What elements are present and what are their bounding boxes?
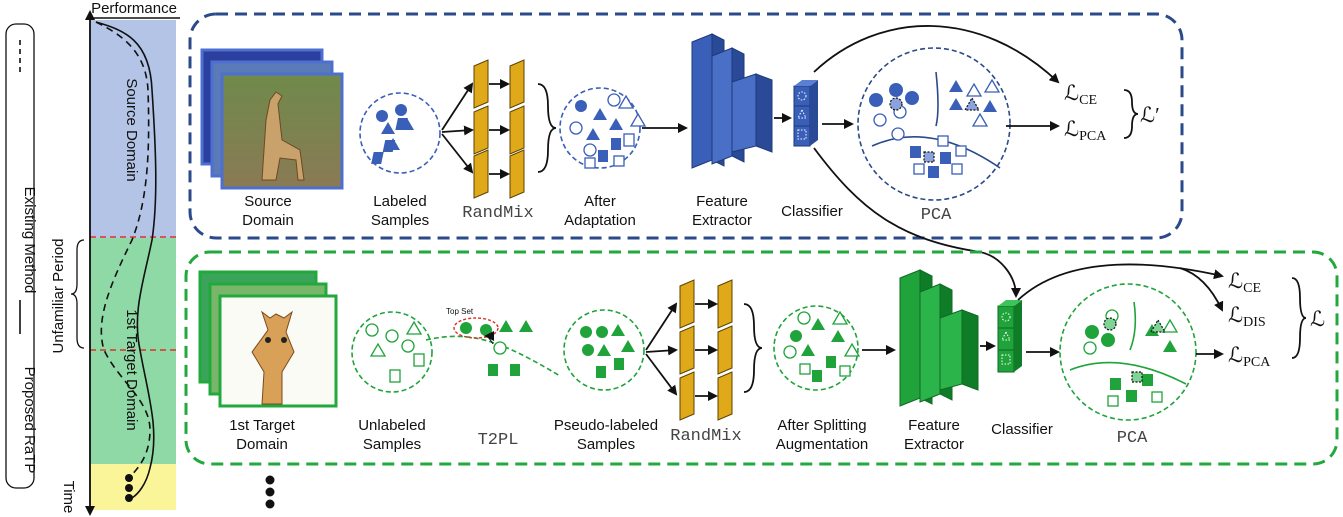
performance-timeline: Source Domain 1st Target Domain Performa… bbox=[60, 0, 180, 516]
randmix-source-block bbox=[441, 59, 557, 199]
target-stage-panel bbox=[184, 250, 1339, 466]
curly-brace bbox=[70, 239, 85, 349]
top-set-label: Top Set bbox=[446, 307, 474, 316]
target-image-stack bbox=[198, 270, 338, 408]
feature-extractor-caption-line2: Extractor bbox=[692, 212, 752, 229]
classifier-target bbox=[997, 300, 1022, 373]
method-legend: Existing Method Proposed RaTP bbox=[5, 23, 38, 489]
svg-text:ℒCE: ℒCE bbox=[1064, 81, 1097, 108]
future-band bbox=[90, 464, 176, 510]
performance-axis-label: Performance bbox=[91, 0, 177, 17]
ellipsis-dot bbox=[265, 487, 275, 497]
feature-extractor-target bbox=[899, 269, 979, 407]
svg-text:ℒDIS: ℒDIS bbox=[1228, 303, 1266, 330]
feature-extractor-source bbox=[691, 33, 773, 169]
source-stage-panel bbox=[188, 12, 1184, 240]
unfamiliar-period-label: Unfamiliar Period bbox=[50, 238, 67, 353]
existing-method-curve bbox=[95, 21, 151, 481]
ellipsis-dot bbox=[125, 484, 133, 492]
after-adaptation-caption-line1: After bbox=[584, 193, 616, 210]
after-splitting-caption-line1: After Splitting bbox=[777, 417, 866, 434]
classifier-to-ce-target-arrow bbox=[1017, 263, 1224, 301]
unlabeled-samples-caption-line1: Unlabeled bbox=[358, 417, 426, 434]
proposed-method-label: Proposed RaTP bbox=[21, 367, 38, 474]
source-domain-band-label: Source Domain bbox=[123, 78, 140, 181]
feature-extractor-caption-line1: Feature bbox=[696, 193, 748, 210]
ellipsis-dot bbox=[265, 499, 275, 509]
labeled-samples-cluster bbox=[359, 92, 441, 174]
source-image-stack bbox=[200, 48, 344, 190]
classifier-source bbox=[793, 80, 818, 147]
t2pl-label: T2PL bbox=[478, 431, 519, 450]
labeled-samples-caption-line2: Samples bbox=[371, 212, 429, 229]
giraffe-silhouette-icon bbox=[261, 91, 305, 181]
classifier-to-ce-arrow bbox=[813, 25, 1060, 84]
after-splitting-cluster bbox=[773, 305, 861, 391]
ellipsis-dot bbox=[125, 494, 133, 502]
existing-method-label: Existing Method bbox=[21, 187, 38, 294]
randmix-source-label: RandMix bbox=[462, 204, 533, 223]
svg-text:ℒPCA: ℒPCA bbox=[1064, 117, 1107, 144]
randmix-target-block bbox=[645, 279, 763, 421]
time-axis-label: Time bbox=[60, 481, 77, 514]
target-domain-caption-line1: 1st Target bbox=[229, 417, 295, 434]
after-splitting-caption-line2: Augmentation bbox=[776, 436, 869, 453]
classifier-source-caption: Classifier bbox=[781, 203, 843, 220]
labeled-samples-caption-line1: Labeled bbox=[373, 193, 426, 210]
pseudo-labeled-caption-line1: Pseudo-labeled bbox=[554, 417, 658, 434]
source-domain-caption-line2: Domain bbox=[242, 212, 294, 229]
source-band bbox=[90, 20, 176, 238]
pca-target-cluster bbox=[1059, 283, 1197, 421]
unfamiliar-period-marker: Unfamiliar Period bbox=[50, 238, 85, 354]
unlabeled-samples-cluster bbox=[351, 311, 433, 393]
target-band bbox=[90, 238, 176, 464]
unlabeled-samples-caption-line2: Samples bbox=[363, 436, 421, 453]
pca-source-cluster bbox=[857, 47, 1011, 201]
t2pl-block: Top Set bbox=[425, 307, 561, 377]
svg-text:ℒCE: ℒCE bbox=[1228, 269, 1261, 296]
ellipsis-dot bbox=[265, 475, 275, 485]
source-domain-caption-line1: Source bbox=[244, 193, 292, 210]
source-to-target-classifier-arrow bbox=[813, 147, 1021, 298]
feature-extractor-target-caption-line2: Extractor bbox=[904, 436, 964, 453]
pca-target-label: PCA bbox=[1117, 429, 1148, 448]
after-adaptation-caption-line2: Adaptation bbox=[564, 212, 636, 229]
pca-source-label: PCA bbox=[921, 206, 952, 225]
merge-brace bbox=[537, 83, 557, 173]
target-total-loss: ℒ bbox=[1310, 307, 1325, 331]
pseudo-labeled-cluster bbox=[563, 309, 645, 391]
after-adaptation-cluster bbox=[559, 87, 647, 169]
classifier-to-dis-arrow bbox=[1179, 267, 1224, 312]
proposed-method-curve bbox=[95, 21, 157, 499]
svg-text:ℒPCA: ℒPCA bbox=[1228, 343, 1271, 370]
feature-extractor-target-caption-line1: Feature bbox=[908, 417, 960, 434]
pseudo-labeled-caption-line2: Samples bbox=[577, 436, 635, 453]
target-domain-band-label: 1st Target Domain bbox=[123, 309, 140, 430]
target-loss-group: ℒCE ℒDIS ℒPCA ℒ bbox=[1228, 269, 1325, 370]
ellipsis-dot bbox=[125, 474, 133, 482]
source-loss-group: ℒCE ℒPCA ℒ′ bbox=[1064, 81, 1160, 144]
source-total-loss: ℒ′ bbox=[1140, 103, 1160, 127]
giraffe-photo bbox=[220, 72, 344, 190]
randmix-target-label: RandMix bbox=[670, 427, 741, 446]
classifier-target-caption: Classifier bbox=[991, 421, 1053, 438]
target-domain-caption-line2: Domain bbox=[236, 436, 288, 453]
giraffe-head-icon bbox=[251, 310, 295, 405]
